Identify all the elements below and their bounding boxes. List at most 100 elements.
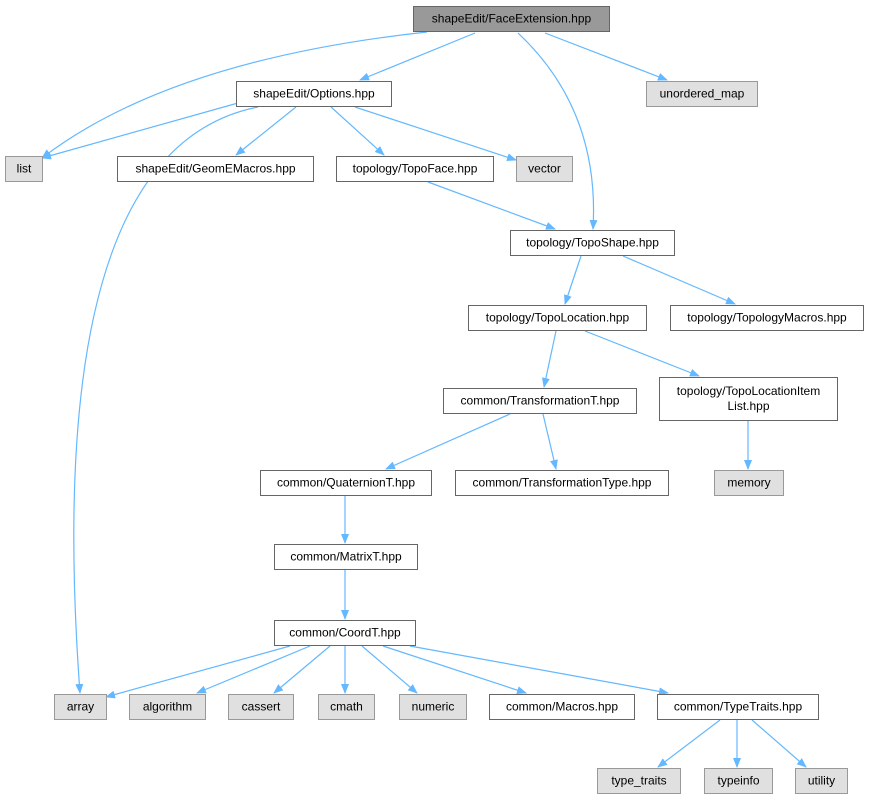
node-box bbox=[260, 470, 432, 496]
node-box bbox=[714, 470, 784, 496]
dependency-edge-coord-t-to-numeric bbox=[361, 645, 418, 694]
node-label: algorithm bbox=[143, 700, 192, 714]
node-box bbox=[336, 156, 494, 182]
node-vector: vector bbox=[516, 156, 573, 182]
node-box bbox=[468, 305, 647, 331]
node-utility: utility bbox=[795, 768, 848, 794]
edges-layer bbox=[41, 31, 807, 768]
dependency-edge-topo-location-to-transformation-t bbox=[541, 330, 557, 388]
node-topo-location[interactable]: topology/TopoLocation.hpp bbox=[468, 305, 647, 331]
dependency-edge-transformation-t-to-transformation-type bbox=[542, 413, 558, 470]
node-box bbox=[274, 544, 418, 570]
node-topology-macros[interactable]: topology/TopologyMacros.hpp bbox=[670, 305, 864, 331]
dependency-edge-options-to-topo-face bbox=[330, 106, 385, 156]
node-array: array bbox=[54, 694, 107, 720]
dependency-edge-type-traits-hpp-to-type-traits bbox=[657, 719, 721, 768]
dependency-edge-type-traits-hpp-to-utility bbox=[751, 719, 807, 768]
node-label: shapeEdit/GeomEMacros.hpp bbox=[135, 162, 295, 176]
node-label: topology/TopologyMacros.hpp bbox=[687, 311, 847, 325]
dependency-edge-face-extension-to-topo-shape bbox=[517, 32, 598, 230]
node-label: topology/TopoShape.hpp bbox=[526, 236, 659, 250]
node-box bbox=[670, 305, 864, 331]
node-transformation-t[interactable]: common/TransformationT.hpp bbox=[443, 388, 637, 414]
dependency-edge-topo-shape-to-topology-macros bbox=[622, 255, 736, 305]
node-box bbox=[443, 388, 637, 414]
node-label: cassert bbox=[242, 700, 281, 714]
dependency-edge-topo-face-to-topo-shape bbox=[427, 181, 556, 230]
node-face-extension[interactable]: shapeEdit/FaceExtension.hpp bbox=[413, 6, 610, 32]
node-label: common/TypeTraits.hpp bbox=[674, 700, 803, 714]
node-numeric: numeric bbox=[399, 694, 467, 720]
node-label: type_traits bbox=[611, 774, 666, 788]
node-label: common/CoordT.hpp bbox=[289, 626, 401, 640]
dependency-edge-options-to-list bbox=[41, 102, 239, 160]
node-box bbox=[510, 230, 675, 256]
dependency-edge-face-extension-to-list bbox=[41, 31, 428, 159]
dependency-edge-coord-t-to-array bbox=[105, 645, 291, 699]
dependency-edge-options-to-vector bbox=[354, 106, 517, 161]
node-box bbox=[129, 694, 206, 720]
node-transformation-type[interactable]: common/TransformationType.hpp bbox=[455, 470, 669, 496]
node-label: common/MatrixT.hpp bbox=[290, 550, 402, 564]
node-label: typeinfo bbox=[717, 774, 759, 788]
node-box bbox=[489, 694, 635, 720]
node-label: unordered_map bbox=[660, 87, 745, 101]
dependency-edge-coord-t-to-type-traits-hpp bbox=[409, 645, 669, 696]
node-algorithm: algorithm bbox=[129, 694, 206, 720]
dependency-edge-coord-t-to-algorithm bbox=[196, 645, 311, 694]
node-typeinfo: typeinfo bbox=[704, 768, 773, 794]
dependency-edge-coord-t-to-cassert bbox=[273, 645, 331, 694]
node-topo-shape[interactable]: topology/TopoShape.hpp bbox=[510, 230, 675, 256]
node-label: memory bbox=[727, 476, 770, 490]
node-coord-t[interactable]: common/CoordT.hpp bbox=[274, 620, 416, 646]
node-matrix-t[interactable]: common/MatrixT.hpp bbox=[274, 544, 418, 570]
node-cmath: cmath bbox=[318, 694, 375, 720]
node-label: vector bbox=[528, 162, 561, 176]
node-label: array bbox=[67, 700, 94, 714]
node-label: utility bbox=[808, 774, 835, 788]
node-type-traits-hpp[interactable]: common/TypeTraits.hpp bbox=[657, 694, 819, 720]
node-unordered-map: unordered_map bbox=[646, 81, 758, 107]
node-box bbox=[5, 156, 43, 182]
node-box bbox=[236, 81, 392, 107]
node-geome-macros[interactable]: shapeEdit/GeomEMacros.hpp bbox=[117, 156, 314, 182]
node-box bbox=[646, 81, 758, 107]
node-label: topology/TopoFace.hpp bbox=[353, 162, 478, 176]
node-label: common/TransformationType.hpp bbox=[473, 476, 652, 490]
node-box bbox=[659, 377, 838, 421]
node-quaternion-t[interactable]: common/QuaternionT.hpp bbox=[260, 470, 432, 496]
node-options[interactable]: shapeEdit/Options.hpp bbox=[236, 81, 392, 107]
dependency-edge-coord-t-to-common-macros bbox=[382, 645, 527, 694]
node-box bbox=[399, 694, 467, 720]
node-cassert: cassert bbox=[228, 694, 294, 720]
node-memory: memory bbox=[714, 470, 784, 496]
node-box bbox=[597, 768, 681, 794]
node-label: numeric bbox=[412, 700, 455, 714]
node-box bbox=[455, 470, 669, 496]
node-label: common/Macros.hpp bbox=[506, 700, 618, 714]
node-label: topology/TopoLocation.hpp bbox=[486, 311, 630, 325]
node-label: list bbox=[17, 162, 32, 176]
node-box bbox=[117, 156, 314, 182]
dependency-edge-face-extension-to-options bbox=[359, 32, 476, 81]
node-label: common/QuaternionT.hpp bbox=[277, 476, 415, 490]
node-box bbox=[413, 6, 610, 32]
dependency-edge-face-extension-to-unordered-map bbox=[544, 32, 668, 81]
node-type-traits: type_traits bbox=[597, 768, 681, 794]
dependency-edge-options-to-geome-macros bbox=[235, 106, 297, 156]
dependency-edge-topo-shape-to-topo-location bbox=[564, 255, 582, 305]
node-topo-face[interactable]: topology/TopoFace.hpp bbox=[336, 156, 494, 182]
node-label: shapeEdit/FaceExtension.hpp bbox=[432, 12, 592, 26]
node-common-macros[interactable]: common/Macros.hpp bbox=[489, 694, 635, 720]
node-box bbox=[795, 768, 848, 794]
node-label: common/TransformationT.hpp bbox=[461, 394, 620, 408]
node-box bbox=[704, 768, 773, 794]
node-box bbox=[274, 620, 416, 646]
node-label: shapeEdit/Options.hpp bbox=[253, 87, 375, 101]
node-box bbox=[516, 156, 573, 182]
node-box bbox=[54, 694, 107, 720]
node-box bbox=[228, 694, 294, 720]
